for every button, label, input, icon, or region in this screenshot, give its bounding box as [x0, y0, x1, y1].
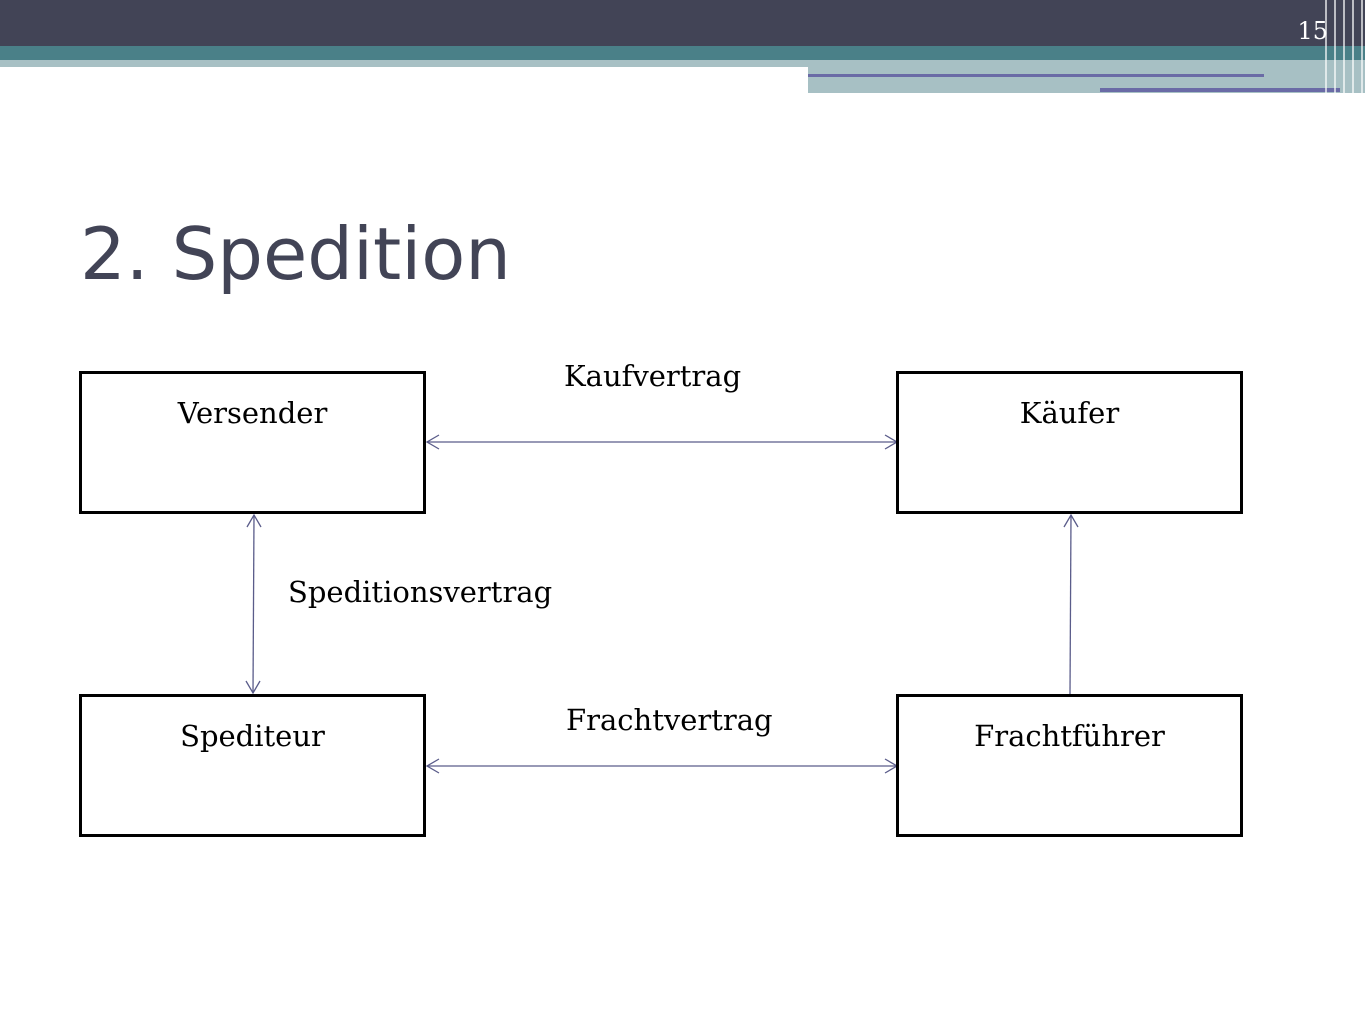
label-speditionsvertrag: Speditionsvertrag [288, 575, 553, 609]
connector-kaufvertrag [425, 434, 899, 450]
header-dark-band [0, 0, 1365, 46]
connector-frachtfuehrer-kaeufer [1063, 513, 1079, 695]
header-accent-line-top [808, 74, 1264, 77]
connector-frachtvertrag [425, 758, 899, 774]
header-accent-line-bottom [1100, 88, 1340, 92]
header-vertical-stripes [1325, 0, 1365, 93]
node-versender-label: Versender [177, 396, 328, 430]
header-teal-band [0, 46, 1365, 60]
node-spediteur-label: Spediteur [180, 719, 325, 753]
connector-speditionsvertrag [245, 513, 262, 695]
node-frachtfuehrer: Frachtführer [896, 694, 1243, 837]
page-number: 15 [1297, 17, 1328, 45]
node-frachtfuehrer-label: Frachtführer [974, 719, 1165, 753]
node-versender: Versender [79, 371, 426, 514]
label-kaufvertrag: Kaufvertrag [564, 359, 742, 393]
label-frachtvertrag: Frachtvertrag [566, 703, 773, 737]
node-kaeufer: Käufer [896, 371, 1243, 514]
node-spediteur: Spediteur [79, 694, 426, 837]
header-light-band [0, 60, 808, 67]
slide-title: 2. Spedition [80, 212, 511, 296]
node-kaeufer-label: Käufer [1019, 396, 1120, 430]
